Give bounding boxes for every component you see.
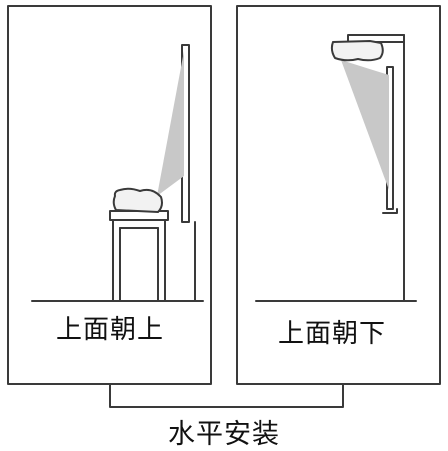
right-panel-label: 上面朝下 — [277, 319, 386, 349]
left-projection-beam — [157, 51, 184, 196]
left-table-icon — [109, 210, 169, 302]
right-panel-frame — [236, 5, 441, 385]
left-panel-label: 上面朝上 — [55, 315, 164, 345]
right-screen-bracket — [382, 208, 398, 214]
right-projector-icon — [330, 40, 384, 62]
left-projector-icon — [112, 187, 163, 213]
group-bracket — [109, 383, 344, 408]
right-projection-beam — [341, 60, 389, 190]
diagram-caption: 水平安装 — [168, 419, 280, 450]
